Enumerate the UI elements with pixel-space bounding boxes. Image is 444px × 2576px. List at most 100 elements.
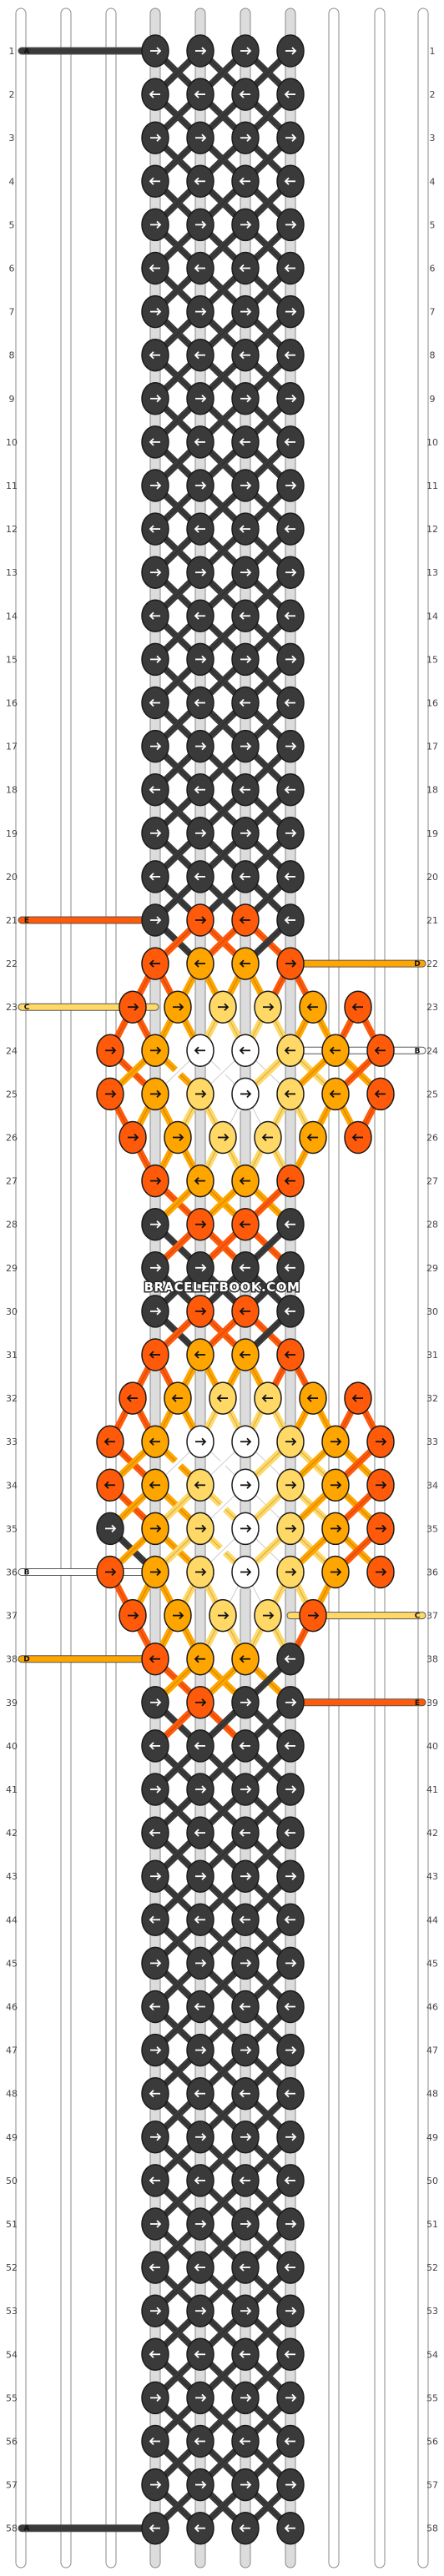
arrow-right-icon	[105, 1089, 117, 1099]
arrow-right-icon	[285, 1524, 297, 1533]
row-number-left: 6	[9, 264, 15, 274]
row-number-right: 51	[426, 2219, 438, 2230]
knot	[231, 2337, 260, 2372]
arrow-right-icon	[240, 1481, 252, 1489]
arrow-left-icon	[239, 1915, 250, 1924]
row-number-left: 53	[6, 2306, 18, 2317]
knot	[186, 338, 214, 372]
knot	[276, 1903, 305, 1937]
arrow-left-icon	[284, 438, 295, 446]
arrow-head	[246, 829, 252, 838]
arrow-right-icon	[285, 655, 297, 664]
row-number-right: 53	[426, 2306, 438, 2317]
arrow-head	[239, 438, 245, 446]
arrow-head	[149, 1351, 154, 1359]
knot	[186, 729, 214, 763]
row-number-left: 43	[6, 1871, 18, 1882]
knot	[276, 1816, 305, 1849]
knot	[141, 947, 169, 980]
arrow-head	[149, 2176, 154, 2185]
row-number-right: 17	[426, 742, 438, 752]
arrow-head	[194, 1176, 199, 1185]
arrow-head	[194, 264, 199, 273]
knot	[231, 1946, 260, 1980]
knot	[186, 164, 214, 199]
arrow-left-icon	[239, 438, 250, 446]
arrow-right-icon	[150, 2480, 162, 2489]
arrow-right-icon	[150, 1524, 162, 1533]
arrow-head	[156, 655, 162, 664]
arrow-head	[156, 2045, 162, 2055]
row-number-right: 42	[426, 1828, 438, 1839]
knot	[141, 1816, 169, 1849]
knot	[276, 2164, 305, 2197]
arrow-right-icon	[173, 1611, 184, 1620]
knot	[276, 2381, 305, 2415]
arrow-head	[239, 1176, 245, 1185]
knot	[186, 686, 214, 720]
row-number-left: 52	[6, 2262, 18, 2273]
row-number-right: 8	[430, 350, 436, 361]
knot	[366, 1425, 395, 1458]
arrow-left-icon	[284, 90, 295, 98]
knot	[141, 164, 169, 199]
knot	[96, 1512, 124, 1546]
arrow-head	[239, 698, 245, 707]
arrow-head	[381, 1481, 387, 1489]
arrow-head	[156, 133, 162, 142]
arrow-left-icon	[149, 1742, 160, 1750]
knot	[186, 1468, 214, 1502]
row-number-right: 28	[426, 1220, 438, 1230]
arrow-head	[134, 1133, 139, 1142]
arrow-left-icon	[284, 177, 295, 185]
arrow-right-icon	[285, 1959, 297, 1968]
arrow-head	[171, 1394, 177, 1402]
row-number-right: 54	[426, 2349, 438, 2360]
arrow-right-icon	[195, 655, 207, 664]
arrow-right-icon	[150, 1046, 162, 1054]
arrow-right-icon	[285, 395, 297, 403]
arrow-left-icon	[194, 1351, 205, 1359]
arrow-left-icon	[149, 873, 160, 881]
outer-string	[60, 8, 72, 2568]
knot	[231, 686, 260, 720]
arrow-head	[149, 1437, 154, 1446]
arrow-left-icon	[149, 611, 160, 620]
knot	[141, 1207, 169, 1241]
knot	[186, 1816, 214, 1849]
arrow-left-icon	[149, 2437, 160, 2446]
arrow-right-icon	[240, 742, 252, 751]
arrow-head	[284, 1176, 290, 1185]
row-number-left: 21	[6, 915, 18, 926]
arrow-left-icon	[149, 2176, 160, 2185]
knot	[276, 2511, 305, 2545]
knot	[276, 2337, 305, 2372]
row-number-right: 23	[426, 1002, 438, 1013]
arrow-head	[381, 1524, 387, 1533]
knot	[276, 817, 305, 850]
arrow-head	[194, 525, 199, 533]
arrow-head	[194, 1829, 199, 1837]
row-number-right: 38	[426, 1654, 438, 1665]
arrow-head	[239, 2090, 245, 2098]
knot	[276, 947, 305, 980]
arrow-right-icon	[195, 133, 207, 142]
arrow-right-icon	[150, 2045, 162, 2055]
arrow-right-icon	[376, 1567, 387, 1577]
arrow-head	[246, 307, 252, 316]
arrow-left-icon	[284, 1089, 295, 1099]
row-number-right: 11	[426, 480, 438, 491]
row-number-left: 47	[6, 2045, 18, 2056]
arrow-head	[194, 2437, 199, 2446]
knot	[231, 294, 260, 329]
knot	[231, 2207, 260, 2241]
arrow-head	[156, 47, 162, 55]
row-number-right: 33	[426, 1436, 438, 1447]
knot	[231, 1034, 260, 1068]
arrow-left-icon	[284, 1220, 295, 1229]
arrow-head	[201, 220, 207, 229]
row-number-left: 36	[6, 1567, 18, 1578]
arrow-left-icon	[351, 1394, 363, 1402]
arrow-right-icon	[150, 307, 162, 316]
knot	[186, 2164, 214, 2197]
